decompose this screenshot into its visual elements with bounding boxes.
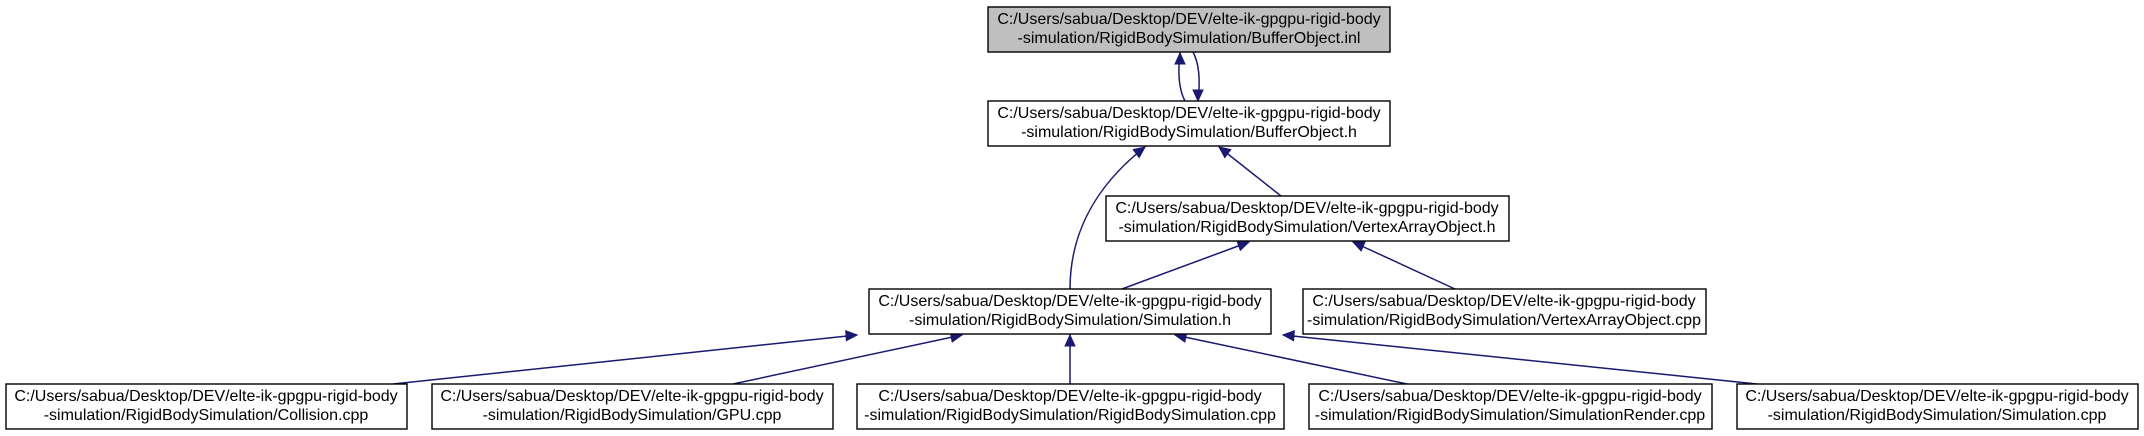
edge-collision-cpp-to-simulation-h <box>392 330 859 385</box>
node-vertexarrayobject-h-line2: -simulation/RigidBodySimulation/VertexAr… <box>1118 219 1495 236</box>
edge-line <box>392 334 858 385</box>
node-bufferobject-h-line2: -simulation/RigidBodySimulation/BufferOb… <box>1021 124 1357 141</box>
node-simulationrender-cpp[interactable]: C:/Users/sabua/Desktop/DEV/elte-ik-gpgpu… <box>1308 383 1713 430</box>
edge-line <box>1282 334 1758 385</box>
edge-simulation-h-to-bufferobject-h <box>1069 146 1146 290</box>
edge-arrowhead <box>1236 240 1251 252</box>
edge-line <box>1069 146 1146 290</box>
edge-arrowhead <box>1218 146 1232 159</box>
edge-arrowhead <box>1192 89 1204 103</box>
node-gpu-cpp-line1: C:/Users/sabua/Desktop/DEV/elte-ik-gpgpu… <box>440 388 823 405</box>
edge-simulation-cpp-to-simulation-h <box>1281 330 1758 385</box>
node-collision-cpp-line1: C:/Users/sabua/Desktop/DEV/elte-ik-gpgpu… <box>14 388 397 405</box>
node-simulationrender-cpp-line1: C:/Users/sabua/Desktop/DEV/elte-ik-gpgpu… <box>1318 388 1701 405</box>
node-bufferobject-h[interactable]: C:/Users/sabua/Desktop/DEV/elte-ik-gpgpu… <box>987 100 1391 147</box>
edge-simulationrender-cpp-to-simulation-h <box>1173 331 1408 385</box>
node-simulation-h[interactable]: C:/Users/sabua/Desktop/DEV/elte-ik-gpgpu… <box>868 288 1272 335</box>
edge-bufferobject-h-to-bufferobject-inl <box>1174 51 1186 102</box>
edge-rigidbodysimulation-cpp-to-simulation-h <box>1064 333 1076 384</box>
edge-line <box>1174 334 1408 385</box>
edge-arrowhead <box>845 330 859 342</box>
node-collision-cpp-line2: -simulation/RigidBodySimulation/Collisio… <box>44 407 369 424</box>
node-bufferobject-inl-line2: -simulation/RigidBodySimulation/BufferOb… <box>1018 30 1361 47</box>
node-simulation-cpp[interactable]: C:/Users/sabua/Desktop/DEV/elte-ik-gpgpu… <box>1736 383 2139 430</box>
node-vertexarrayobject-cpp-line2: -simulation/RigidBodySimulation/VertexAr… <box>1307 312 1701 329</box>
edge-simulation-h-to-vertexarrayobject-h <box>1121 240 1251 290</box>
node-rigidbodysimulation-cpp-line2: -simulation/RigidBodySimulation/RigidBod… <box>864 407 1276 424</box>
node-vertexarrayobject-h-line1: C:/Users/sabua/Desktop/DEV/elte-ik-gpgpu… <box>1115 200 1498 217</box>
node-vertexarrayobject-h[interactable]: C:/Users/sabua/Desktop/DEV/elte-ik-gpgpu… <box>1105 195 1510 242</box>
node-simulation-h-line2: -simulation/RigidBodySimulation/Simulati… <box>909 312 1231 329</box>
edge-line <box>1352 241 1456 290</box>
edge-arrowhead <box>1351 241 1366 252</box>
node-vertexarrayobject-cpp[interactable]: C:/Users/sabua/Desktop/DEV/elte-ik-gpgpu… <box>1302 288 1707 335</box>
node-simulation-cpp-line2: -simulation/RigidBodySimulation/Simulati… <box>1768 407 2107 424</box>
node-bufferobject-h-line1: C:/Users/sabua/Desktop/DEV/elte-ik-gpgpu… <box>997 105 1380 122</box>
node-collision-cpp[interactable]: C:/Users/sabua/Desktop/DEV/elte-ik-gpgpu… <box>5 383 408 430</box>
node-rigidbodysimulation-cpp-line1: C:/Users/sabua/Desktop/DEV/elte-ik-gpgpu… <box>878 388 1261 405</box>
edge-vertexarrayobject-cpp-to-vertexarrayobject-h <box>1351 241 1456 290</box>
node-simulation-h-line1: C:/Users/sabua/Desktop/DEV/elte-ik-gpgpu… <box>878 293 1261 310</box>
edge-line <box>1121 241 1250 290</box>
edge-bufferobject-inl-to-bufferobject-h <box>1192 51 1204 103</box>
node-gpu-cpp[interactable]: C:/Users/sabua/Desktop/DEV/elte-ik-gpgpu… <box>431 383 834 430</box>
edge-arrowhead <box>1064 333 1076 347</box>
edge-line <box>732 334 963 385</box>
node-gpu-cpp-line2: -simulation/RigidBodySimulation/GPU.cpp <box>483 407 782 424</box>
edge-arrowhead <box>1281 330 1295 342</box>
node-bufferobject-inl[interactable]: C:/Users/sabua/Desktop/DEV/elte-ik-gpgpu… <box>987 6 1391 53</box>
node-simulation-cpp-line1: C:/Users/sabua/Desktop/DEV/elte-ik-gpgpu… <box>1745 388 2128 405</box>
edge-vertexarrayobject-h-to-bufferobject-h <box>1218 146 1282 197</box>
edges <box>392 51 1758 385</box>
node-simulationrender-cpp-line2: -simulation/RigidBodySimulation/Simulati… <box>1315 407 1706 424</box>
edge-arrowhead <box>1132 146 1146 159</box>
node-vertexarrayobject-cpp-line1: C:/Users/sabua/Desktop/DEV/elte-ik-gpgpu… <box>1312 293 1695 310</box>
node-bufferobject-inl-line1: C:/Users/sabua/Desktop/DEV/elte-ik-gpgpu… <box>997 11 1380 28</box>
node-rigidbodysimulation-cpp[interactable]: C:/Users/sabua/Desktop/DEV/elte-ik-gpgpu… <box>856 383 1285 430</box>
edge-line <box>1218 146 1282 197</box>
edge-arrowhead <box>1174 51 1186 65</box>
